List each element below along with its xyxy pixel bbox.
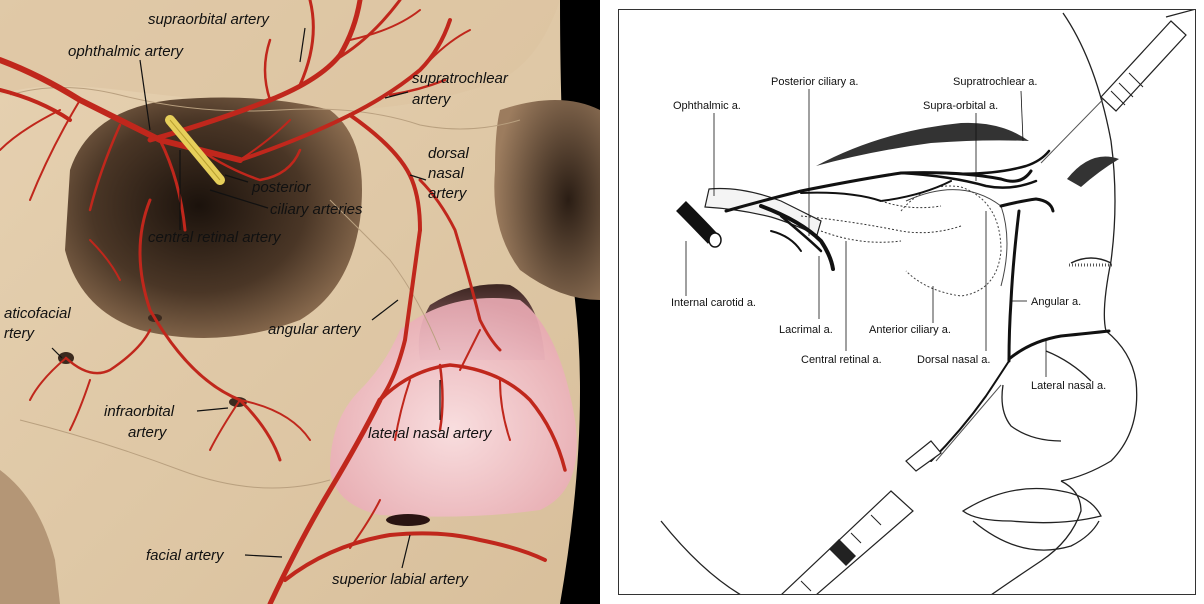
eyebrow-right: [1067, 156, 1119, 187]
supraorbital-artery-path: [147, 0, 363, 143]
label-anterior-ciliary: Anterior ciliary a.: [869, 324, 951, 336]
label-dorsal-nasal-artery-line3: artery: [428, 185, 468, 202]
angular-artery-line: [1007, 209, 1021, 363]
eye-right: [1070, 257, 1112, 264]
syringe-barrel-bottom: [781, 490, 914, 594]
lower-bone-shade: [0, 470, 60, 604]
angular-artery-path: [378, 228, 422, 402]
lateral-nasal-artery-path: [378, 363, 567, 472]
label-supratrochlear-artery: supratrochlear: [412, 70, 509, 87]
facial-artery-path: [267, 397, 383, 604]
zygomaticofacial-artery-path: [64, 328, 152, 375]
label-dorsal-nasal-artery-line2: nasal: [428, 165, 465, 182]
syringe-bottom: [781, 384, 1002, 594]
label-dorsal-nasal-artery: dorsal: [428, 145, 470, 162]
upper-lip: [961, 487, 1102, 524]
lateral-nasal-artery-line: [1007, 329, 1111, 361]
eyeball-outline: [905, 189, 1008, 287]
label-internal-carotid: Internal carotid a.: [671, 297, 756, 309]
label-central-retinal-artery: central retinal artery: [148, 229, 282, 246]
suture-line: [9, 87, 521, 130]
dorsal-nasal-artery-path: [348, 113, 422, 232]
label-central-retinal: Central retinal a.: [801, 354, 882, 366]
label-posterior-ciliary: Posterior ciliary a.: [771, 76, 858, 88]
needle-bottom: [935, 384, 1002, 462]
schematic-artery-network: [724, 149, 1111, 462]
suture-line: [329, 199, 441, 351]
label-supratrochlear: Supratrochlear a.: [953, 76, 1037, 88]
eyeball: [900, 185, 1002, 297]
schematic-pointer-lines: [685, 89, 1047, 377]
schematic-diagram-panel: Posterior ciliary a. Supratrochlear a. O…: [618, 9, 1196, 595]
label-supra-orbital: Supra-orbital a.: [923, 100, 998, 112]
superior-labial-artery-path: [283, 531, 547, 582]
anatomical-illustration-panel: supraorbital artery ophthalmic artery su…: [0, 0, 600, 604]
label-lacrimal: Lacrimal a.: [779, 324, 833, 336]
label-infraorbital-artery: infraorbital: [104, 403, 175, 420]
label-ophthalmic: Ophthalmic a.: [673, 100, 741, 112]
nostril: [386, 514, 430, 526]
infraorbital-artery-path: [138, 198, 282, 462]
syringe-barrel-top: [1100, 20, 1187, 112]
dashed-artery-branches: [800, 200, 962, 243]
label-dorsal-nasal: Dorsal nasal a.: [917, 354, 990, 366]
lower-lip: [972, 520, 1100, 551]
label-zygomaticofacial-artery: aticofacial: [4, 305, 71, 322]
syringe-top: [1040, 10, 1195, 164]
label-posterior-ciliary-arteries: posterior: [251, 179, 311, 196]
label-zygomaticofacial-artery-line2: rtery: [4, 325, 36, 342]
label-infraorbital-artery-line2: artery: [128, 424, 168, 441]
label-angular-artery: angular artery: [268, 321, 362, 338]
facial-artery-line: [930, 360, 1010, 462]
label-supratrochlear-artery-line2: artery: [412, 91, 452, 108]
skull-artery-illustration: supraorbital artery ophthalmic artery su…: [0, 0, 600, 604]
supratrochlear-artery-path: [238, 18, 452, 162]
forehead-shade: [0, 0, 560, 110]
label-lateral-nasal: Lateral nasal a.: [1031, 380, 1106, 392]
nose-tissue: [330, 298, 577, 517]
label-angular: Angular a.: [1031, 296, 1081, 308]
label-superior-labial-artery: superior labial artery: [332, 571, 469, 588]
left-orbit: [65, 97, 362, 339]
pointer-lines: [51, 27, 441, 569]
eyebrow-left: [816, 122, 1029, 166]
label-lateral-nasal-artery: lateral nasal artery: [368, 425, 493, 442]
internal-carotid-artery: [676, 201, 719, 244]
label-ophthalmic-artery: ophthalmic artery: [68, 43, 185, 60]
label-facial-artery: facial artery: [146, 547, 225, 564]
label-supraorbital-artery: supraorbital artery: [148, 11, 270, 28]
schematic-line-drawing: Posterior ciliary a. Supratrochlear a. O…: [660, 10, 1195, 594]
face-outline: [660, 12, 1138, 594]
suture-line: [19, 419, 331, 489]
label-posterior-ciliary-arteries-line2: ciliary arteries: [270, 201, 363, 218]
right-orbit: [494, 100, 600, 300]
